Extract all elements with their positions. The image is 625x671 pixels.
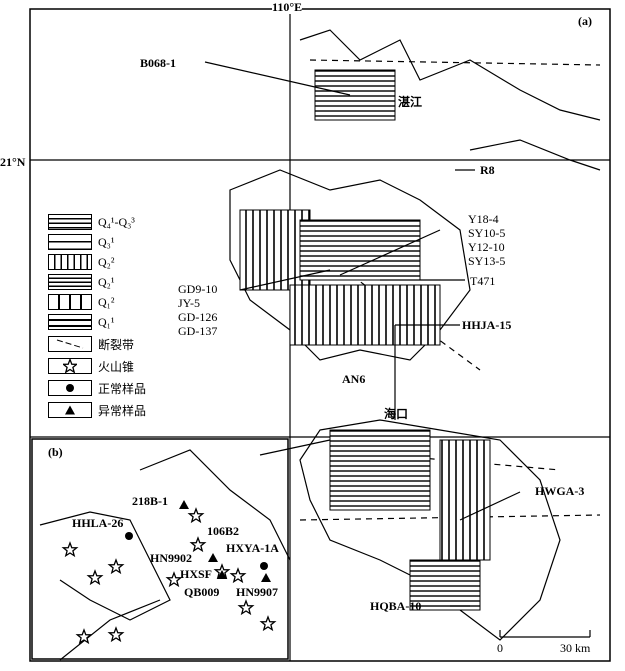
volcano-star-icon	[166, 572, 182, 587]
normal-sample-circle-icon	[125, 532, 133, 540]
sample-106b2: 106B2	[207, 524, 240, 538]
inset-b-frame	[31, 438, 289, 660]
triangle-icon	[48, 402, 92, 418]
outer-frame	[29, 8, 611, 662]
place-zhanjiang: 湛江	[398, 95, 423, 109]
sample-hxsf: HXSF	[180, 567, 213, 581]
sample-b068: B068-1	[140, 56, 176, 70]
legend-item: 断裂带	[48, 334, 134, 354]
sample-hqba: HQBA-10	[370, 599, 422, 613]
sample-hn9902: HN9902	[150, 551, 192, 565]
scale-zero: 0	[497, 641, 503, 655]
legend-item: Q₁¹	[48, 312, 114, 332]
sample-qb009: QB009	[184, 585, 220, 599]
latitude-label: 21°N	[0, 155, 26, 169]
volcano-star-icon	[108, 627, 124, 642]
panel-a-label: (a)	[578, 14, 592, 28]
sample-218b: 218B-1	[132, 494, 168, 508]
legend-item: 异常样品	[48, 400, 146, 420]
sample-hn9907: HN9907	[236, 585, 278, 599]
sample-hwga: HWGA-3	[535, 484, 585, 498]
legend-swatch	[48, 294, 92, 310]
volcano-star-icon	[108, 559, 124, 574]
longitude-label: 110°E	[272, 0, 303, 14]
volcano-star-icon	[188, 508, 204, 523]
scale-distance: 30 km	[560, 641, 591, 655]
circle-icon	[48, 380, 92, 396]
inset-symbols	[62, 500, 276, 644]
volcano-star-icon	[238, 600, 254, 615]
volcano-star-icon	[230, 568, 246, 583]
legend-item: Q₂¹	[48, 272, 114, 292]
legend-item: Q₄¹-Q₃³	[48, 212, 135, 232]
legend-item: 火山锥	[48, 356, 134, 376]
sample-hhla: HHLA-26	[72, 516, 124, 530]
star-icon	[48, 358, 92, 374]
legend-swatch	[48, 254, 92, 270]
legend-swatch	[48, 214, 92, 230]
legend-swatch	[48, 234, 92, 250]
volcano-star-icon	[190, 537, 206, 552]
volcano-star-icon	[87, 570, 103, 585]
legend-item: Q₂²	[48, 252, 114, 272]
sample-hhja: HHJA-15	[462, 318, 512, 332]
sample-r8: R8	[480, 163, 495, 177]
place-haikou: 海口	[384, 407, 409, 421]
anomalous-sample-triangle-icon	[179, 500, 189, 509]
legend-swatch	[48, 274, 92, 290]
panel-b-label: (b)	[48, 445, 63, 459]
sample-t471: T471	[470, 274, 496, 288]
volcano-star-icon	[260, 616, 276, 631]
sample-hxya: HXYA-1A	[226, 541, 279, 555]
anomalous-sample-triangle-icon	[261, 573, 271, 582]
anomalous-sample-triangle-icon	[208, 553, 218, 562]
fault-icon	[48, 336, 92, 352]
sample-an6: AN6	[342, 372, 366, 386]
legend-item: Q₃¹	[48, 232, 114, 252]
normal-sample-circle-icon	[260, 562, 268, 570]
legend-item: 正常样品	[48, 378, 146, 398]
legend-swatch	[48, 314, 92, 330]
legend-item: Q₁²	[48, 292, 114, 312]
volcano-star-icon	[62, 542, 78, 557]
